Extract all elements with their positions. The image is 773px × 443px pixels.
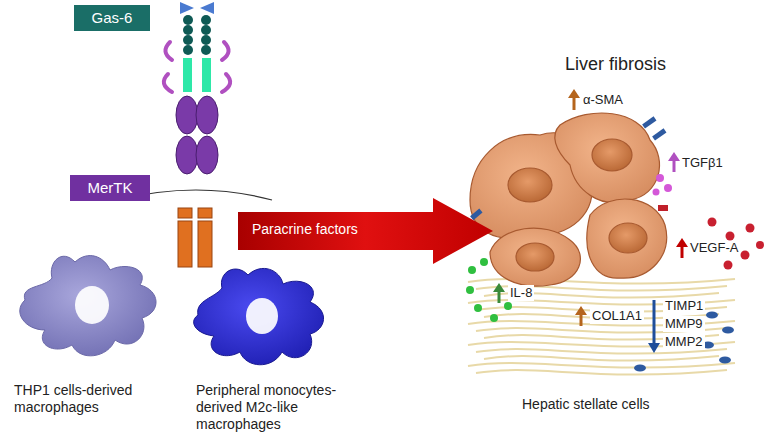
mmp-particles: [634, 312, 734, 372]
ligand-box: Gas-6: [74, 5, 150, 31]
stellate-cells: [470, 113, 667, 286]
il8-dots: [466, 258, 512, 322]
m2c-macrophage: [194, 268, 324, 364]
node-text: MerTK: [70, 175, 150, 201]
marker-label: MMP2: [663, 334, 705, 350]
node-text: Gas-6: [74, 5, 150, 31]
marker-label: TIMP1: [663, 298, 705, 314]
marker-label: COL1A1: [590, 308, 644, 324]
tgfb1-dots: [653, 174, 673, 196]
collagen-fiber: [484, 356, 719, 361]
marker-label: TGFβ1: [682, 155, 723, 171]
gas6-ligand: [180, 2, 214, 14]
receptor-box: MerTK: [70, 175, 150, 201]
gla-domain: [183, 58, 211, 92]
marker-label: VEGF-A: [690, 240, 738, 256]
gas6-beads: [183, 15, 211, 55]
collagen-fiber: [476, 349, 727, 354]
marker-label: MMP9: [663, 316, 705, 332]
kinase-domain: [178, 208, 212, 267]
cell-receptors: [470, 116, 668, 220]
change-arrows: [493, 89, 688, 353]
mertk-domains: [176, 96, 218, 174]
thp1-macrophage: [20, 256, 156, 356]
collagen-fiber: [468, 363, 735, 368]
cell-caption: Peripheral monocytes-derived M2c-like ma…: [196, 382, 366, 432]
marker-label: IL-8: [508, 285, 534, 301]
collagen-fibers: [468, 279, 735, 375]
paracrine-arrow: Paracrine factors: [238, 198, 493, 264]
node-text: Paracrine factors: [252, 221, 358, 237]
cell-caption: Hepatic stellate cells: [522, 396, 650, 413]
figure-heading: Liver fibrosis: [565, 54, 666, 76]
marker-label: α-SMA: [583, 92, 623, 108]
collagen-fiber: [476, 370, 727, 375]
gas6-hooks: [164, 42, 230, 92]
cell-caption: THP1 cells-derived macrophages: [14, 382, 174, 416]
